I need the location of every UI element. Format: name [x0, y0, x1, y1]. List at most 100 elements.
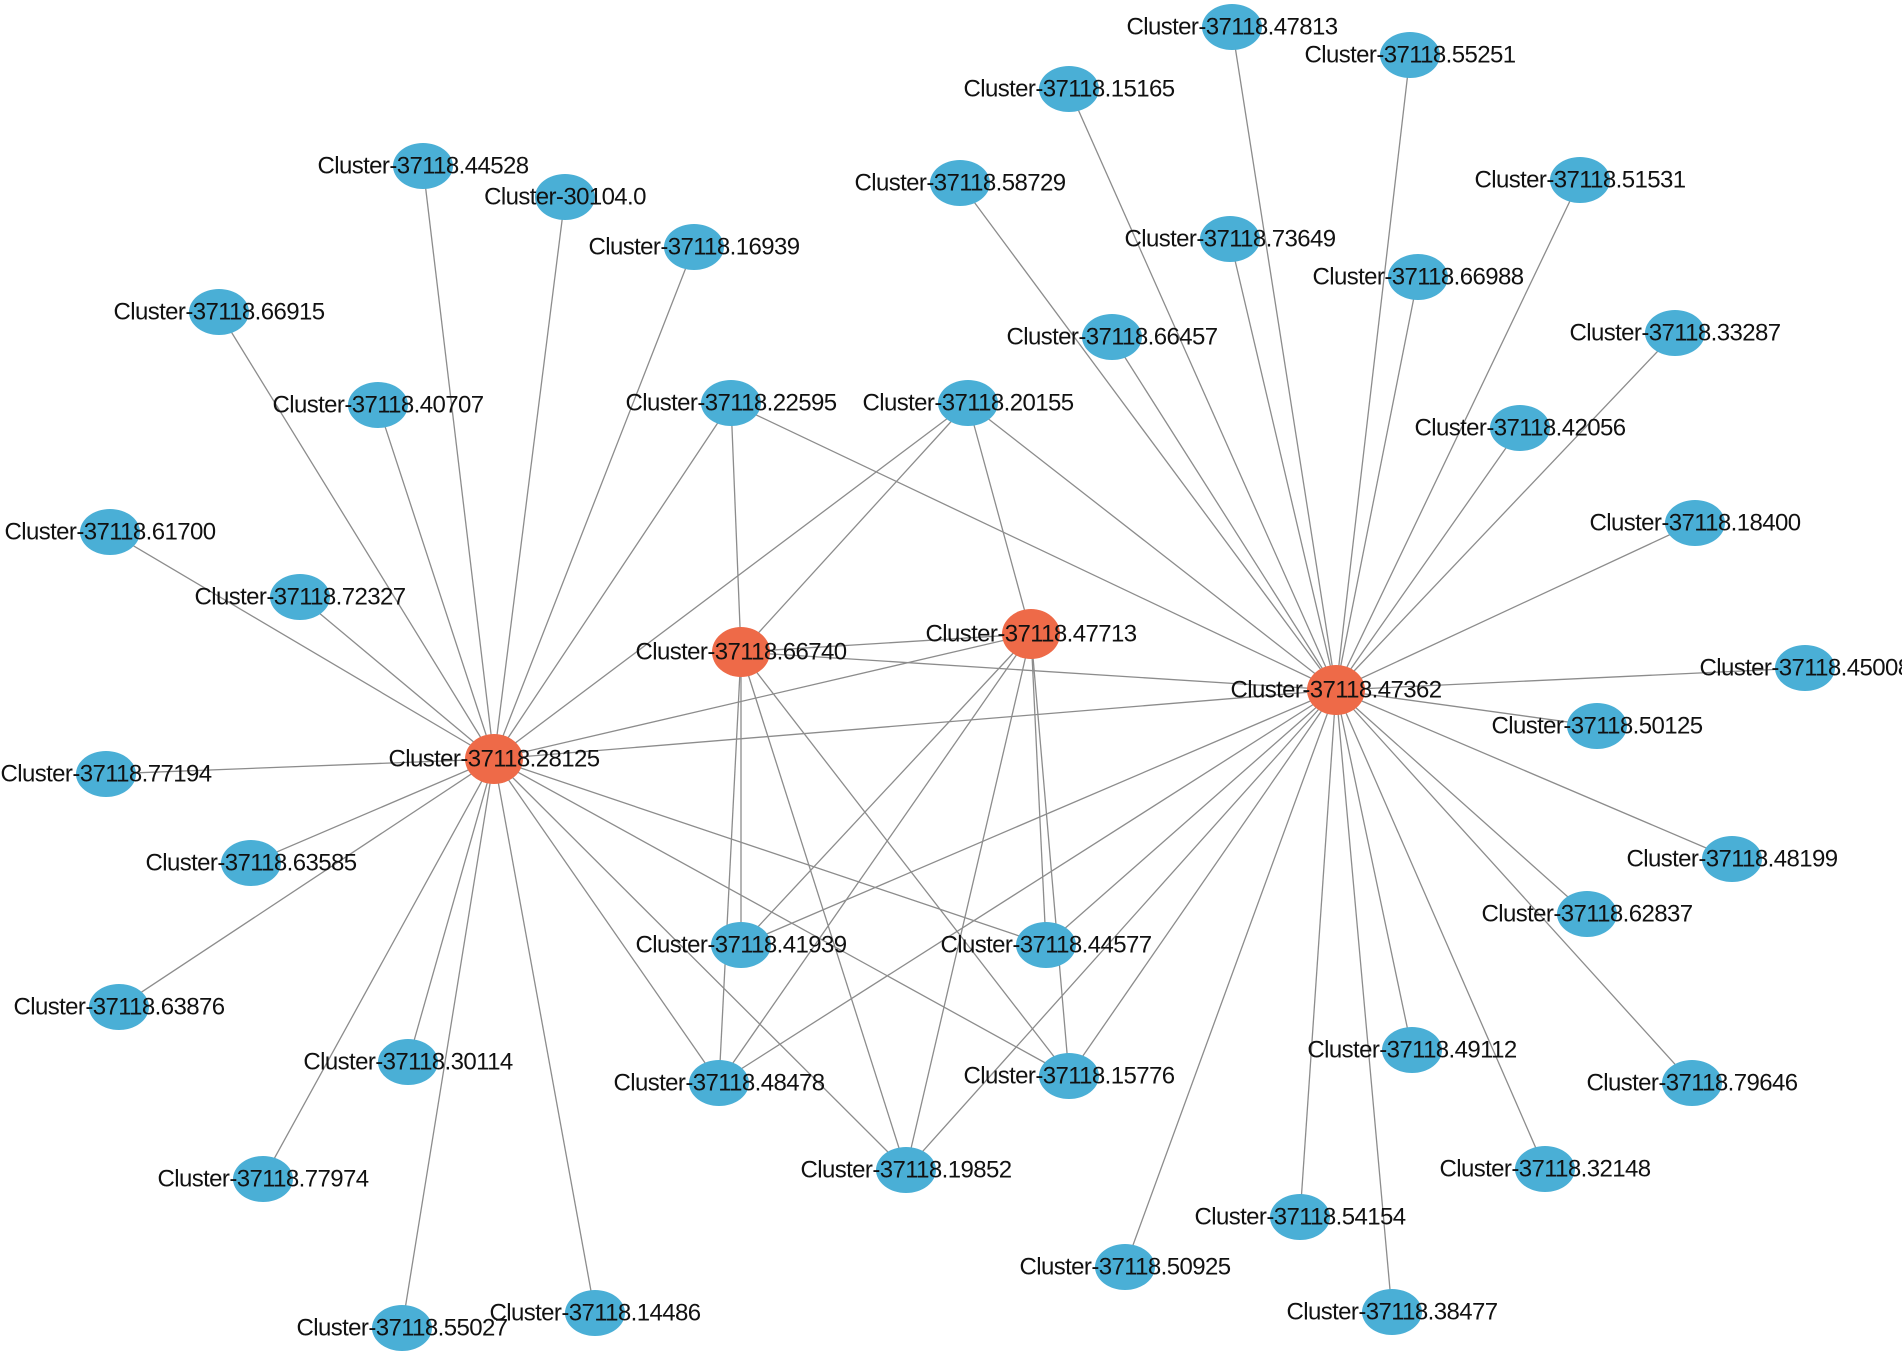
network-node[interactable]: Cluster-30104.0: [484, 174, 647, 220]
network-node[interactable]: Cluster-37118.18400: [1590, 500, 1801, 546]
edge-h47362-n66988: [1335, 276, 1419, 691]
hub-node-marker[interactable]: [1307, 665, 1365, 715]
node-marker[interactable]: [270, 574, 330, 620]
network-node[interactable]: Cluster-37118.77974: [158, 1156, 369, 1202]
edge-h47362-n22595: [730, 402, 1337, 691]
network-node[interactable]: Cluster-37118.48199: [1627, 836, 1838, 882]
network-node[interactable]: Cluster-37118.15165: [964, 66, 1175, 112]
network-node[interactable]: Cluster-37118.55251: [1305, 32, 1516, 78]
node-marker[interactable]: [1662, 1060, 1722, 1106]
hub-node-marker[interactable]: [712, 627, 770, 677]
node-marker[interactable]: [1095, 1244, 1155, 1290]
node-marker[interactable]: [80, 509, 140, 555]
network-node[interactable]: Cluster-37118.44577: [941, 922, 1152, 968]
node-marker[interactable]: [1515, 1146, 1575, 1192]
network-node[interactable]: Cluster-37118.47813: [1127, 4, 1338, 50]
node-marker[interactable]: [1557, 891, 1617, 937]
node-marker[interactable]: [930, 160, 990, 206]
hub-node-marker[interactable]: [465, 734, 523, 784]
network-node[interactable]: Cluster-37118.20155: [863, 380, 1074, 426]
node-marker[interactable]: [1016, 922, 1076, 968]
node-marker[interactable]: [348, 382, 408, 428]
node-marker[interactable]: [664, 224, 724, 270]
node-marker[interactable]: [1645, 310, 1705, 356]
node-marker[interactable]: [1202, 4, 1262, 50]
hub-node[interactable]: Cluster-37118.47713: [926, 609, 1137, 659]
network-node[interactable]: Cluster-37118.66988: [1313, 254, 1524, 300]
node-marker[interactable]: [876, 1147, 936, 1193]
node-label: Cluster-37118.48478: [614, 1070, 825, 1097]
node-marker[interactable]: [565, 1290, 625, 1336]
network-node[interactable]: Cluster-37118.50925: [1020, 1244, 1231, 1290]
network-node[interactable]: Cluster-37118.51531: [1475, 157, 1686, 203]
network-node[interactable]: Cluster-37118.19852: [801, 1147, 1012, 1193]
node-marker[interactable]: [189, 289, 249, 335]
node-marker[interactable]: [1490, 405, 1550, 451]
network-node[interactable]: Cluster-37118.22595: [626, 380, 837, 426]
node-marker[interactable]: [378, 1039, 438, 1085]
network-node[interactable]: Cluster-37118.33287: [1570, 310, 1781, 356]
network-node[interactable]: Cluster-37118.38477: [1287, 1289, 1498, 1335]
node-marker[interactable]: [1039, 1053, 1099, 1099]
node-marker[interactable]: [1039, 66, 1099, 112]
network-node[interactable]: Cluster-37118.61700: [5, 509, 216, 555]
network-node[interactable]: Cluster-37118.45008: [1700, 645, 1902, 691]
node-marker[interactable]: [1702, 836, 1762, 882]
network-node[interactable]: Cluster-37118.32148: [1440, 1146, 1651, 1192]
node-marker[interactable]: [1388, 254, 1448, 300]
network-node[interactable]: Cluster-37118.40707: [273, 382, 484, 428]
node-marker[interactable]: [76, 751, 136, 797]
network-node[interactable]: Cluster-37118.50125: [1492, 703, 1703, 749]
hub-node[interactable]: Cluster-37118.28125: [389, 734, 600, 784]
node-marker[interactable]: [1362, 1289, 1422, 1335]
network-node[interactable]: Cluster-37118.66915: [114, 289, 325, 335]
node-marker[interactable]: [89, 984, 149, 1030]
network-node[interactable]: Cluster-37118.79646: [1587, 1060, 1798, 1106]
edge-h47362-n41939: [740, 689, 1337, 946]
edge-h28125-n72327: [299, 596, 495, 760]
network-node[interactable]: Cluster-37118.49112: [1307, 1027, 1517, 1073]
node-marker[interactable]: [1200, 216, 1260, 262]
node-marker[interactable]: [233, 1156, 293, 1202]
network-node[interactable]: Cluster-37118.48478: [614, 1060, 825, 1106]
node-marker[interactable]: [1567, 703, 1627, 749]
node-marker[interactable]: [938, 380, 998, 426]
node-marker[interactable]: [1550, 157, 1610, 203]
network-node[interactable]: Cluster-37118.54154: [1195, 1194, 1406, 1240]
network-node[interactable]: Cluster-37118.62837: [1482, 891, 1693, 937]
node-marker[interactable]: [535, 174, 595, 220]
network-node[interactable]: Cluster-37118.72327: [195, 574, 406, 620]
hub-node[interactable]: Cluster-37118.47362: [1231, 665, 1442, 715]
node-marker[interactable]: [1382, 1027, 1442, 1073]
network-node[interactable]: Cluster-37118.30114: [303, 1039, 513, 1085]
network-node[interactable]: Cluster-37118.14486: [490, 1290, 701, 1336]
node-marker[interactable]: [372, 1305, 432, 1351]
node-marker[interactable]: [221, 840, 281, 886]
node-marker[interactable]: [393, 143, 453, 189]
node-marker[interactable]: [701, 380, 761, 426]
hub-node-marker[interactable]: [1002, 609, 1060, 659]
node-marker[interactable]: [689, 1060, 749, 1106]
hub-node[interactable]: Cluster-37118.66740: [636, 627, 847, 677]
node-label: Cluster-37118.38477: [1287, 1299, 1498, 1326]
node-marker[interactable]: [1082, 314, 1142, 360]
network-node[interactable]: Cluster-37118.41939: [636, 922, 847, 968]
node-marker[interactable]: [1775, 645, 1835, 691]
node-label: Cluster-37118.55027: [297, 1315, 508, 1342]
network-node[interactable]: Cluster-37118.55027: [297, 1305, 508, 1351]
network-node[interactable]: Cluster-37118.16939: [589, 224, 800, 270]
network-node[interactable]: Cluster-37118.66457: [1007, 314, 1218, 360]
node-marker[interactable]: [711, 922, 771, 968]
network-node[interactable]: Cluster-37118.15776: [964, 1053, 1175, 1099]
network-node[interactable]: Cluster-37118.63876: [14, 984, 225, 1030]
network-node[interactable]: Cluster-37118.77194: [1, 751, 212, 797]
node-marker[interactable]: [1665, 500, 1725, 546]
network-node[interactable]: Cluster-37118.44528: [318, 143, 529, 189]
network-node[interactable]: Cluster-37118.58729: [855, 160, 1066, 206]
network-node[interactable]: Cluster-37118.63585: [146, 840, 357, 886]
network-node[interactable]: Cluster-37118.73649: [1125, 216, 1336, 262]
node-marker[interactable]: [1380, 32, 1440, 78]
node-marker[interactable]: [1270, 1194, 1330, 1240]
node-label: Cluster-37118.47362: [1231, 677, 1442, 704]
network-node[interactable]: Cluster-37118.42056: [1415, 405, 1626, 451]
